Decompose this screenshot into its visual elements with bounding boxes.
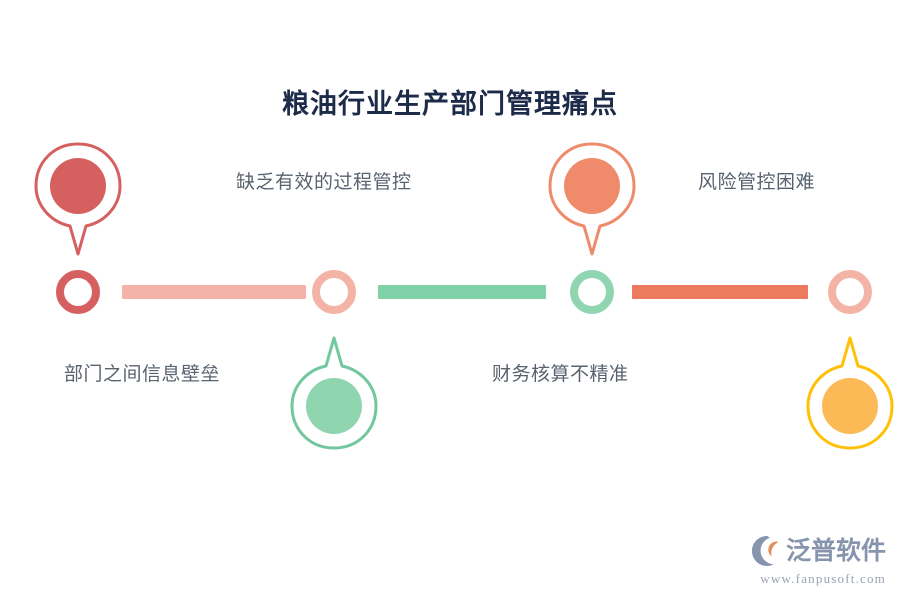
pin-marker-1[interactable]: [32, 140, 124, 258]
pin-dot-4: [822, 378, 878, 434]
watermark-url: www.fanpusoft.com: [760, 571, 886, 586]
fanpu-logo-icon: [750, 534, 784, 568]
pin-marker-2[interactable]: [288, 334, 380, 452]
timeline-segment-1: [122, 285, 306, 299]
pin-marker-4[interactable]: [804, 334, 896, 452]
pin-down-icon: [34, 142, 122, 256]
pin-dot-2: [306, 378, 362, 434]
timeline-node-1[interactable]: [56, 270, 100, 314]
pin-down-icon: [548, 142, 636, 256]
pin-outline-1: [34, 142, 122, 256]
watermark-logo: 泛普软件 www.fanpusoft.com: [750, 532, 886, 590]
pin-dot-3: [564, 158, 620, 214]
pin-outline-2: [290, 336, 378, 450]
timeline-node-3[interactable]: [570, 270, 614, 314]
timeline-segment-2: [378, 285, 546, 299]
timeline-segment-3: [632, 285, 808, 299]
pin-up-icon: [290, 336, 378, 450]
logo-accent: [768, 541, 779, 557]
pin-dot-1: [50, 158, 106, 214]
pin-up-icon: [806, 336, 894, 450]
pain-point-label-4: 财务核算不精准: [492, 364, 629, 385]
pin-outline-3: [548, 142, 636, 256]
pain-point-label-3: 风险管控困难: [698, 172, 816, 193]
logo-swoosh: [752, 536, 774, 566]
page-title: 粮油行业生产部门管理痛点: [282, 89, 618, 119]
pin-marker-3[interactable]: [546, 140, 638, 258]
timeline-node-4[interactable]: [828, 270, 872, 314]
pain-point-label-1: 缺乏有效的过程管控: [236, 172, 412, 193]
watermark-row: 泛普软件: [750, 532, 886, 570]
pin-outline-4: [806, 336, 894, 450]
pain-point-label-2: 部门之间信息壁垒: [64, 364, 221, 385]
watermark-brand: 泛普软件: [786, 536, 887, 565]
timeline-node-2[interactable]: [312, 270, 356, 314]
